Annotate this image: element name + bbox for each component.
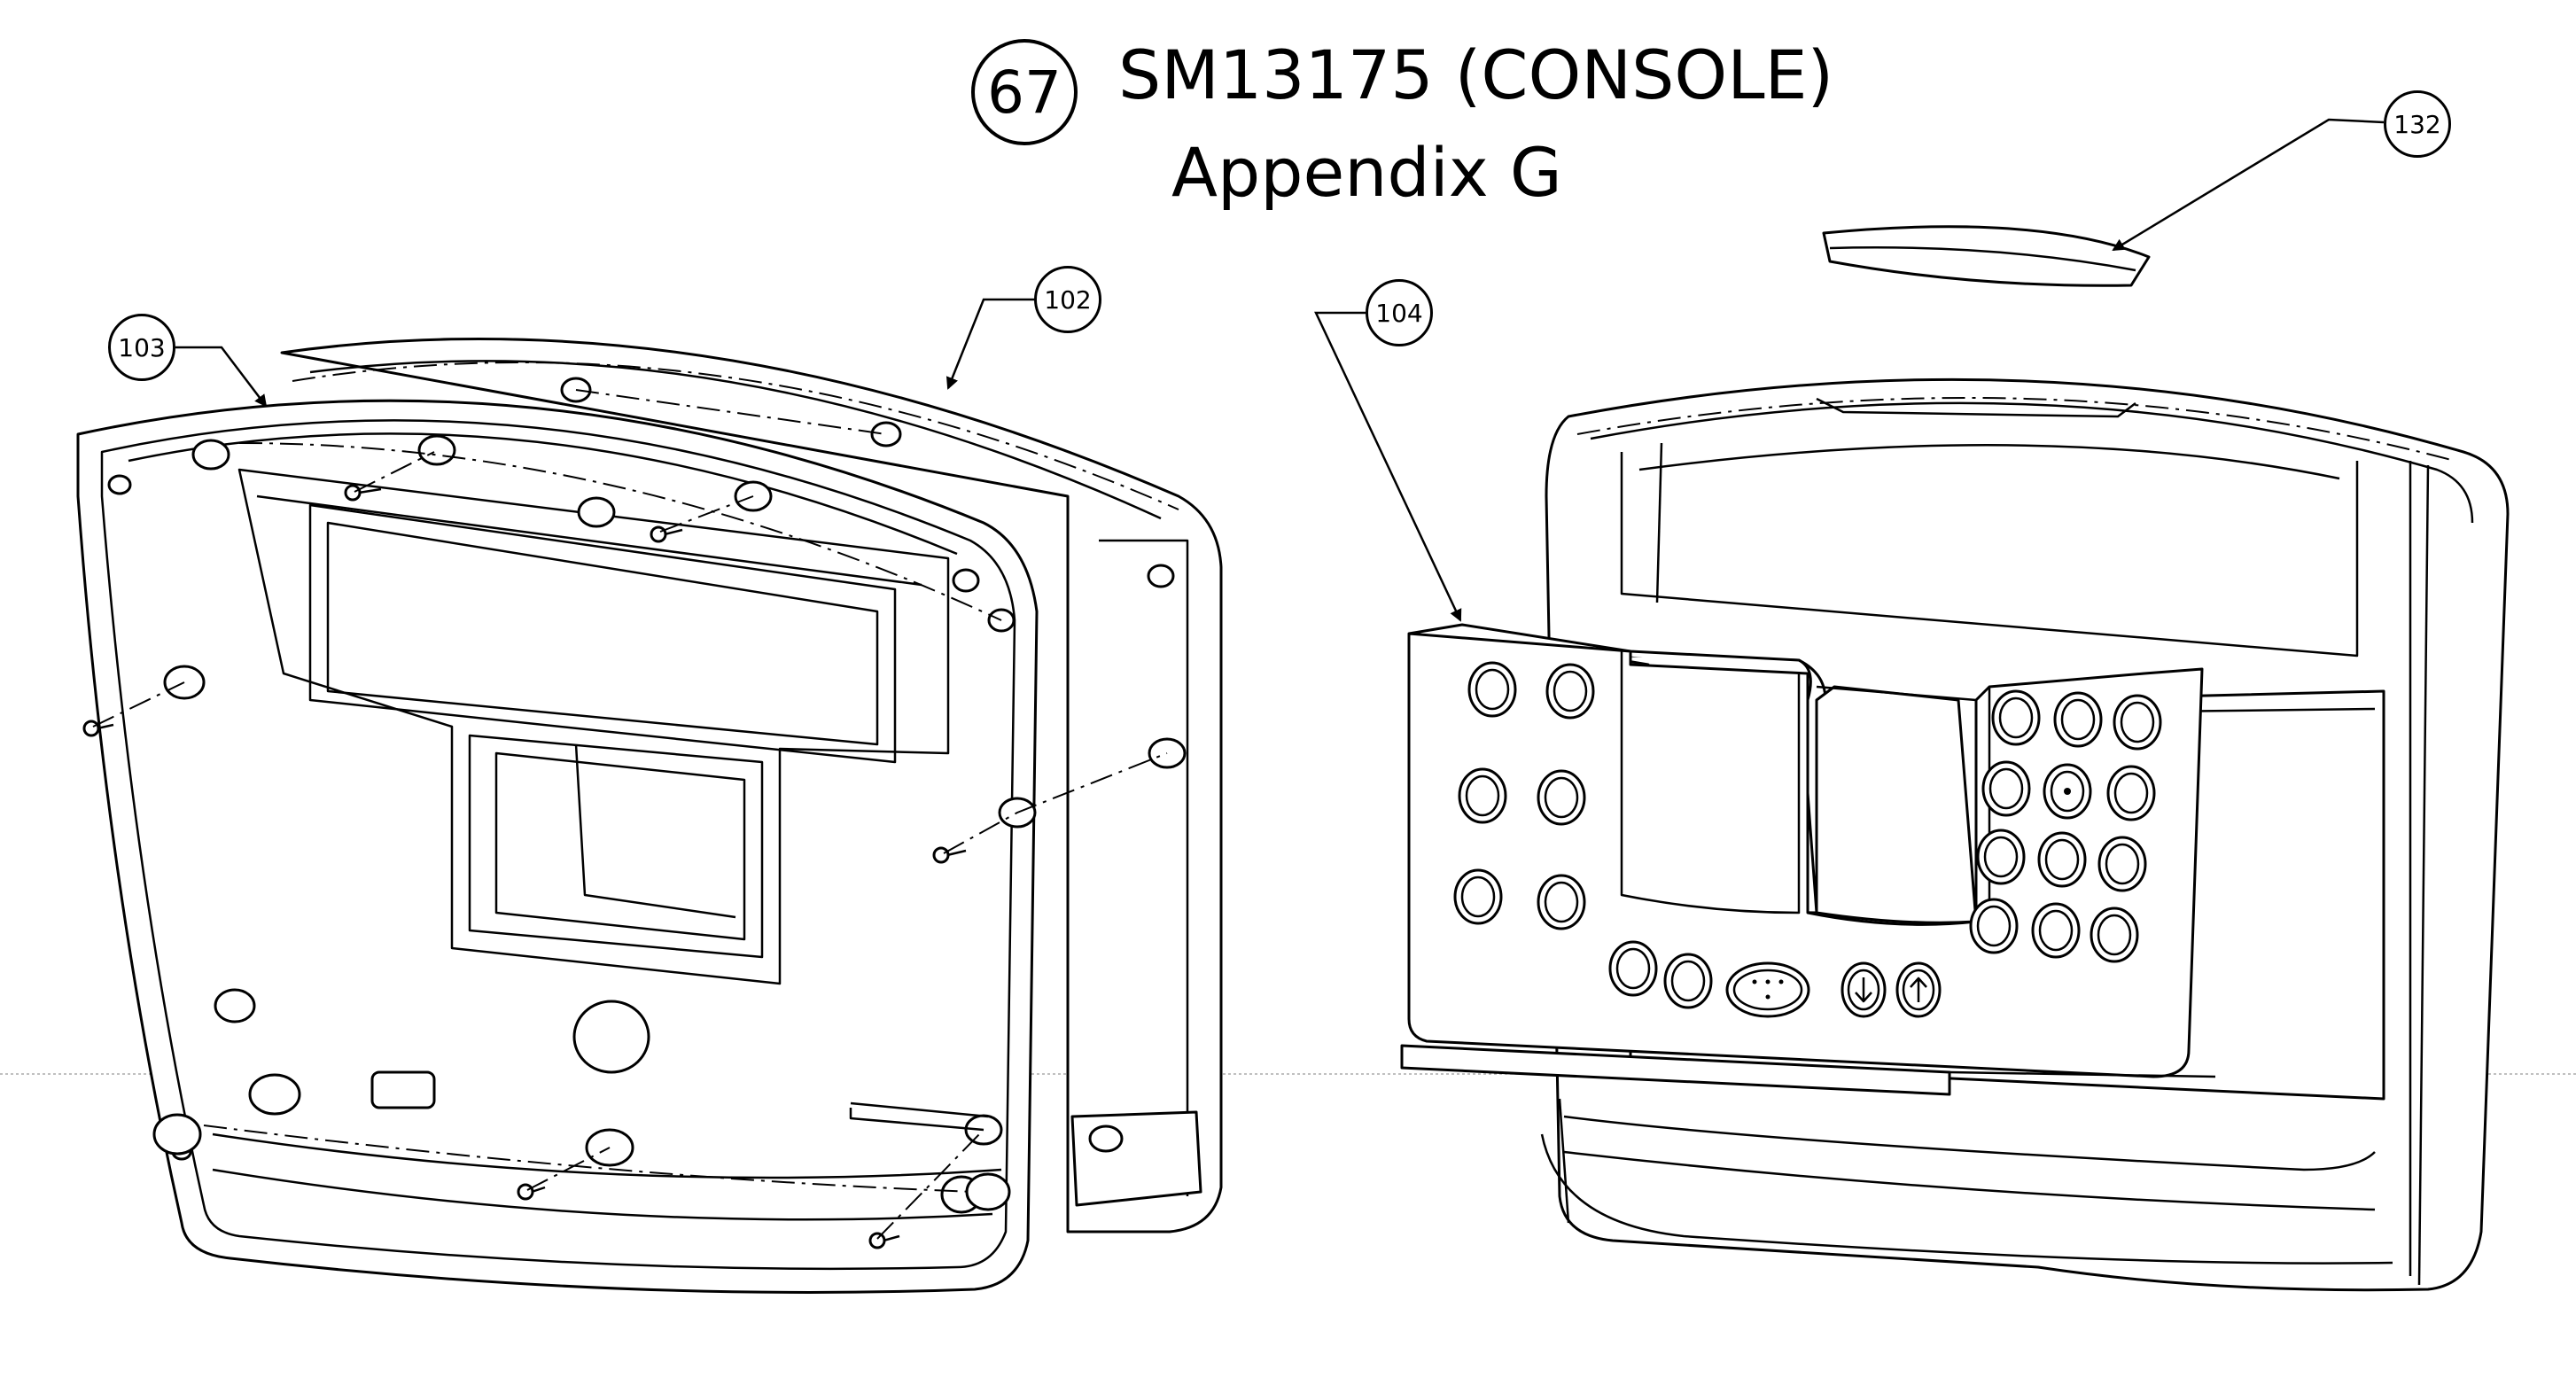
keypad-buttons bbox=[1453, 661, 2162, 1018]
title-item-number: 67 bbox=[971, 39, 1078, 145]
title-part-number: SM13175 (CONSOLE) bbox=[1118, 35, 1834, 114]
leader-lines bbox=[175, 118, 2385, 622]
overlay-panel-104 bbox=[1400, 623, 2216, 1096]
screws bbox=[82, 484, 967, 1249]
display-frame bbox=[237, 468, 950, 985]
front-bezel-103 bbox=[76, 399, 1039, 1294]
top-cap-132 bbox=[1822, 225, 2151, 287]
callout-132: 132 bbox=[2384, 90, 2451, 158]
assembly-lines-left bbox=[92, 389, 1168, 1240]
callout-104: 104 bbox=[1366, 279, 1433, 346]
title-appendix: Appendix G bbox=[1171, 133, 1562, 212]
mounting-bosses bbox=[107, 377, 1187, 1214]
callout-103: 103 bbox=[108, 314, 175, 381]
callout-102: 102 bbox=[1034, 266, 1101, 333]
